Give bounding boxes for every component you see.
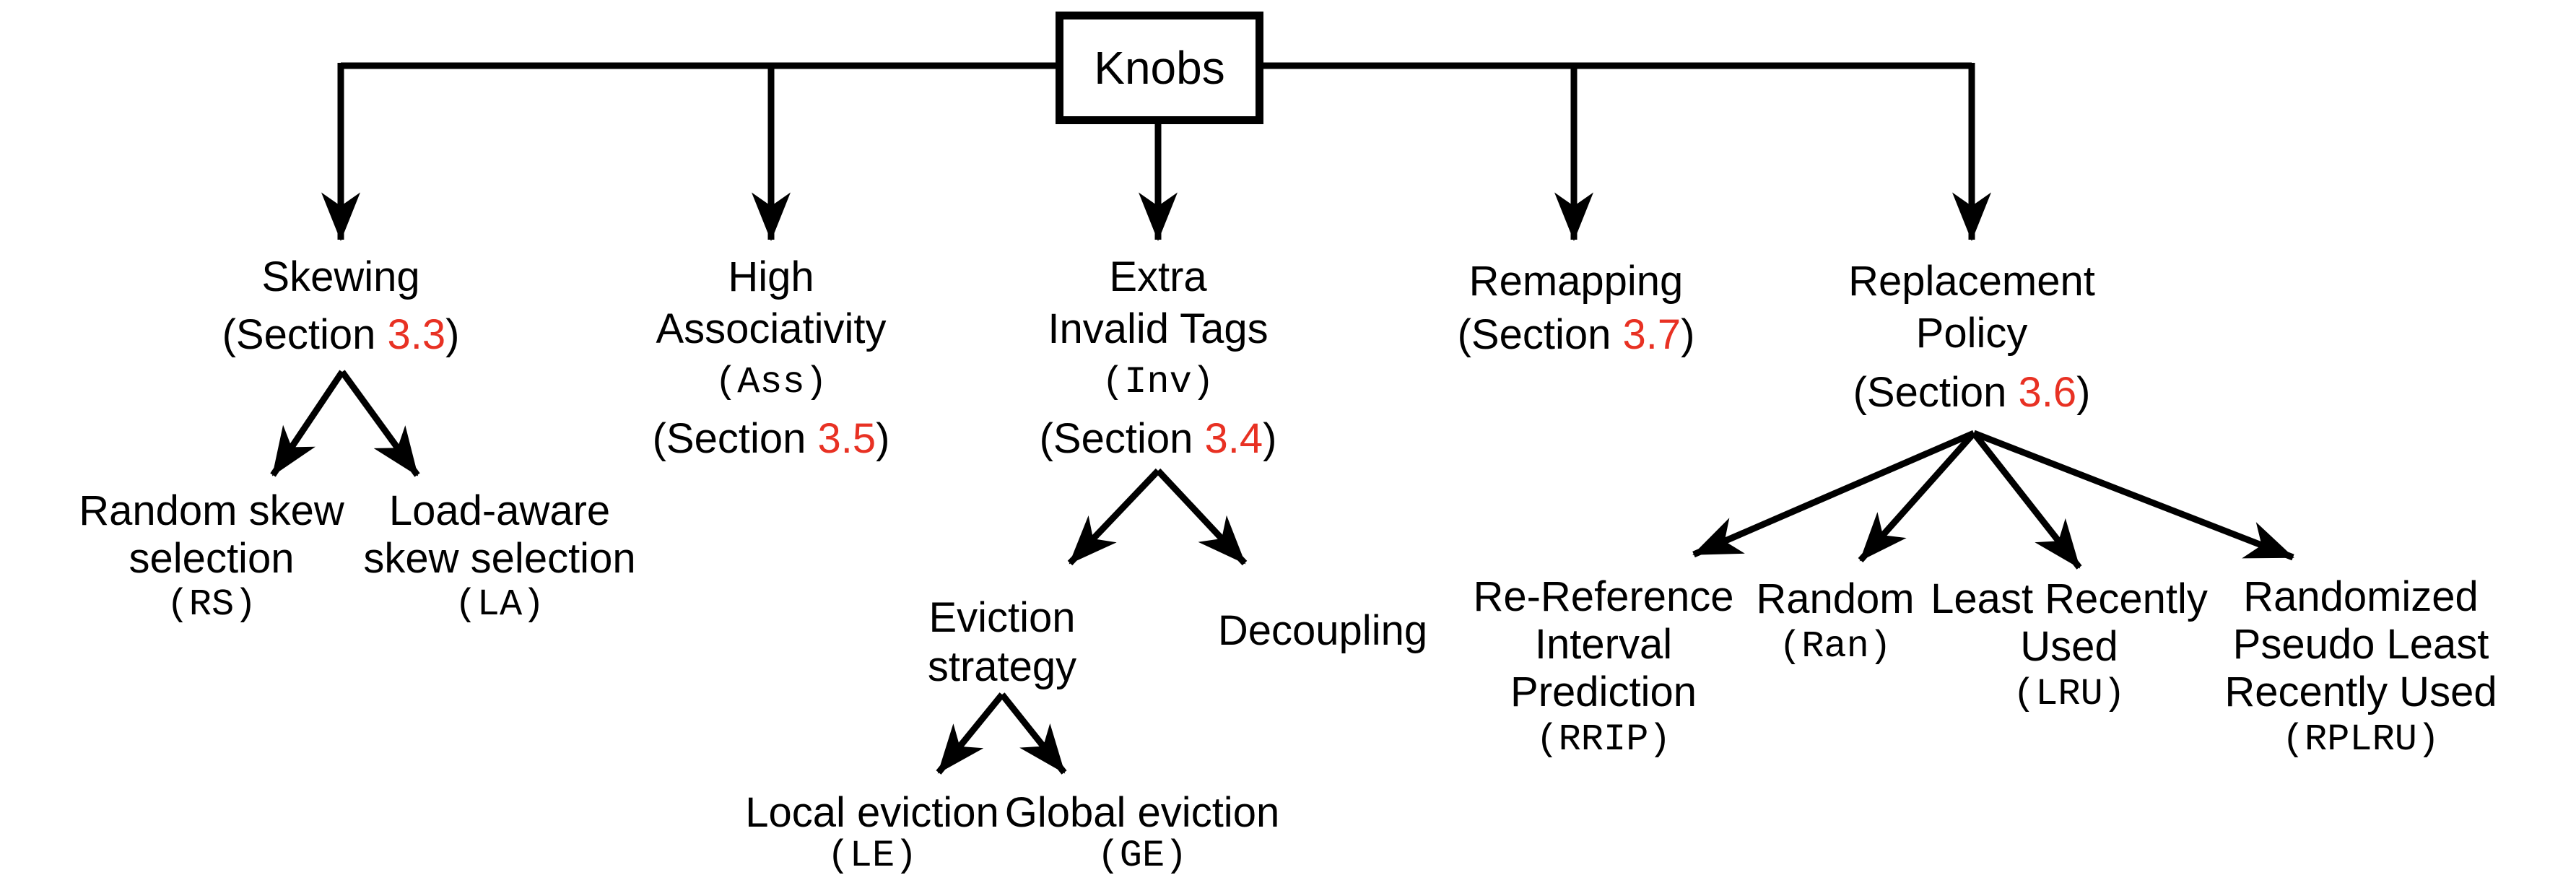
section-suffix: ) <box>876 415 890 462</box>
section-number: 3.6 <box>2018 369 2077 416</box>
edge-inv-eviction <box>1067 468 1161 566</box>
node-local-eviction: Local eviction <box>745 789 999 836</box>
node-lru-line2: Used <box>2020 623 2118 670</box>
section-prefix: (Section <box>652 415 818 462</box>
section-prefix: (Section <box>1039 415 1205 462</box>
node-high-assoc-abbr: (Ass) <box>714 361 828 404</box>
node-high-assoc-line2: Associativity <box>656 305 887 352</box>
section-prefix: (Section <box>1853 369 2019 416</box>
edge-repl-rplru <box>1972 430 2294 561</box>
section-suffix: ) <box>1263 415 1277 462</box>
section-suffix: ) <box>445 311 460 358</box>
section-prefix: (Section <box>1457 311 1623 358</box>
node-random-skew-line2: selection <box>129 535 295 582</box>
node-global-eviction: Global eviction <box>1004 789 1280 836</box>
node-random-skew-abbr: (RS) <box>166 583 257 626</box>
node-decoupling: Decoupling <box>1217 607 1428 654</box>
node-skewing-title: Skewing <box>261 253 420 300</box>
node-extra-inv-section: (Section 3.4) <box>1040 416 1277 462</box>
node-replacement-section: (Section 3.6) <box>1853 370 2091 416</box>
section-number: 3.4 <box>1204 415 1263 462</box>
node-load-aware-line1: Load-aware <box>388 487 611 534</box>
node-load-aware-abbr: (LA) <box>454 583 545 626</box>
node-eviction-line2: strategy <box>927 643 1077 690</box>
node-skewing-section: (Section 3.3) <box>222 312 460 358</box>
node-extra-inv-line1: Extra <box>1109 253 1207 300</box>
node-high-assoc-section: (Section 3.5) <box>653 416 890 462</box>
node-rrip-line3: Prediction <box>1510 669 1697 715</box>
edge-inv-decoupling <box>1155 468 1248 566</box>
node-rrip-line1: Re-Reference <box>1473 573 1734 620</box>
section-number: 3.7 <box>1622 311 1681 358</box>
root-node-knobs: Knobs <box>1056 12 1263 124</box>
edge-eviction-local <box>936 692 1005 775</box>
section-number: 3.3 <box>387 311 446 358</box>
edge-skewing-loadaware <box>339 370 420 477</box>
node-remapping-title: Remapping <box>1468 258 1684 305</box>
node-high-assoc-line1: High <box>728 253 814 300</box>
node-extra-inv-abbr: (Inv) <box>1101 361 1215 404</box>
node-rplru-line3: Recently Used <box>2224 669 2497 715</box>
node-ran-abbr: (Ran) <box>1778 625 1892 668</box>
node-random-skew-line1: Random skew <box>79 487 344 534</box>
node-rrip-line2: Interval <box>1534 621 1673 668</box>
section-suffix: ) <box>2076 369 2091 416</box>
node-lru-line1: Least Recently <box>1931 575 2208 622</box>
node-rplru-line1: Randomized <box>2243 573 2479 620</box>
node-global-eviction-abbr: (GE) <box>1097 835 1188 875</box>
edge-eviction-global <box>999 692 1067 775</box>
node-replacement-line1: Replacement <box>1848 258 2095 305</box>
node-remapping-section: (Section 3.7) <box>1458 312 1695 358</box>
node-local-eviction-abbr: (LE) <box>827 835 918 875</box>
edge-repl-lru <box>1971 431 2082 570</box>
section-number: 3.5 <box>817 415 876 462</box>
node-rrip-abbr: (RRIP) <box>1536 718 1671 761</box>
section-suffix: ) <box>1681 311 1695 358</box>
node-ran-line1: Random <box>1756 575 1915 622</box>
node-replacement-line2: Policy <box>1915 310 2028 357</box>
node-rplru-abbr: (RPLRU) <box>2281 718 2440 761</box>
section-prefix: (Section <box>222 311 388 358</box>
edge-skewing-random <box>270 370 345 477</box>
node-load-aware-line2: skew selection <box>363 535 636 582</box>
node-rplru-line2: Pseudo Least <box>2232 621 2489 668</box>
node-extra-inv-line2: Invalid Tags <box>1048 305 1269 352</box>
edge-repl-ran <box>1858 431 1977 562</box>
edge-repl-rrip <box>1692 430 1975 558</box>
node-eviction-line1: Eviction <box>928 594 1076 641</box>
node-lru-abbr: (LRU) <box>2012 673 2126 715</box>
root-label: Knobs <box>1094 42 1225 94</box>
